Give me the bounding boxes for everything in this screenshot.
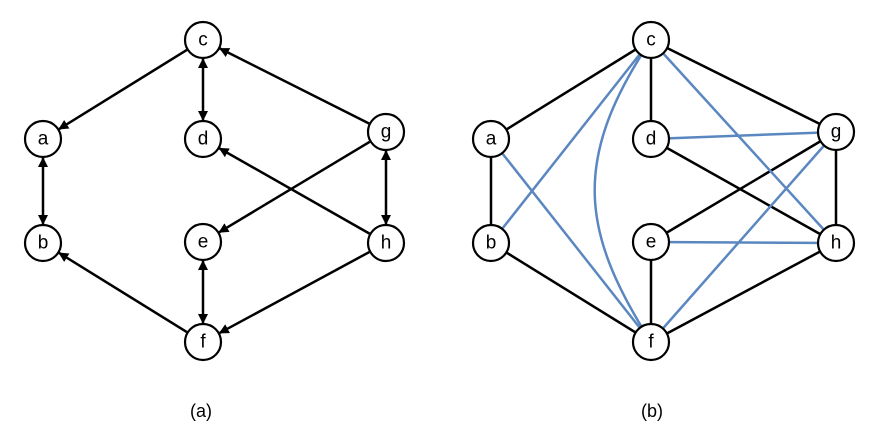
graph-b-node-c: c	[631, 20, 671, 60]
graph-a-edge-h-d	[218, 147, 371, 235]
graph-b-edge-h-f	[650, 241, 837, 344]
graph-b-node-f: f	[631, 322, 671, 362]
graph-b-edge-c-h	[650, 39, 837, 244]
graph-b-edge-e-h	[650, 240, 837, 245]
graph-b-node-f-label: f	[648, 332, 654, 353]
graph-a-node-c-label: c	[198, 30, 208, 51]
graph-b-node-f-circle	[631, 322, 671, 362]
graph-b-node-e: e	[631, 222, 671, 262]
graph-a-node-b: b	[23, 223, 63, 263]
graph-b-nodes: a b c d e f g h	[471, 20, 856, 362]
graph-b-node-a-circle	[471, 119, 511, 159]
graph-b-node-h: h	[816, 223, 856, 263]
graph-a-node-g-circle	[366, 112, 406, 152]
graph-a-node-c-circle	[183, 20, 223, 60]
graph-b-node-d-circle	[631, 119, 671, 159]
graph-a-edge-g-e	[218, 140, 371, 234]
graph-a-node-a-label: a	[38, 129, 49, 150]
graph-b-edge-a-f	[490, 138, 652, 343]
graph-b-node-d: d	[631, 119, 671, 159]
graph-a-node-h-circle	[366, 223, 406, 263]
graph-b-node-h-circle	[816, 223, 856, 263]
graph-a-node-c: c	[183, 20, 223, 60]
graph-a-node-h: h	[366, 223, 406, 263]
graph-a: a b c d e f g h	[23, 20, 406, 362]
graph-b-node-d-label: d	[646, 129, 657, 150]
graph-b-edge-c-b	[490, 39, 652, 244]
graph-b-edge-c-a	[490, 38, 652, 141]
graph-b-node-g-label: g	[831, 122, 842, 143]
graph-b-edge-f-g	[650, 131, 837, 343]
graph-b-node-h-label: h	[831, 233, 842, 254]
graph-a-node-a: a	[23, 119, 63, 159]
graph-a-node-f-circle	[183, 322, 223, 362]
graph-a-node-d: d	[183, 119, 223, 159]
graph-a-node-a-circle	[23, 119, 63, 159]
graph-b-node-e-label: e	[646, 232, 657, 253]
graph-b-edge-c-g	[650, 38, 837, 134]
graph-a-node-b-circle	[23, 223, 63, 263]
graph-a-node-d-label: d	[198, 129, 209, 150]
graph-a-edges	[38, 47, 391, 335]
graph-b-node-g-circle	[816, 112, 856, 152]
graph-a-edge-f-b	[58, 251, 188, 334]
graph-a-edge-g-c	[219, 47, 370, 125]
graph-b: a b c d e f g h	[471, 20, 856, 362]
graph-a-node-e-label: e	[198, 232, 209, 253]
graph-a-node-h-label: h	[381, 233, 392, 254]
graph-b-node-b: b	[471, 223, 511, 263]
graph-b-node-c-circle	[631, 20, 671, 60]
graph-a-node-f-label: f	[200, 332, 206, 353]
graph-b-node-b-label: b	[486, 233, 497, 254]
graph-b-node-b-circle	[471, 223, 511, 263]
graph-b-edge-c-f	[593, 39, 653, 343]
graph-b-edge-g-e	[650, 130, 837, 244]
graph-b-node-c-label: c	[646, 30, 656, 51]
graph-b-edge-d-h	[650, 137, 837, 245]
caption-b: (b)	[641, 401, 663, 421]
graph-a-edge-h-f	[218, 250, 370, 335]
graph-b-edge-b-f	[490, 241, 652, 344]
graph-a-node-e-circle	[183, 222, 223, 262]
graph-a-node-g-label: g	[381, 122, 392, 143]
graph-a-node-f: f	[183, 322, 223, 362]
graph-a-node-d-circle	[183, 119, 223, 159]
graph-b-node-e-circle	[631, 222, 671, 262]
graph-a-node-g: g	[366, 112, 406, 152]
graph-a-node-e: e	[183, 222, 223, 262]
graph-b-edges	[489, 38, 838, 344]
graph-a-node-b-label: b	[38, 233, 49, 254]
caption-a: (a)	[190, 401, 212, 421]
graph-a-edge-c-a	[58, 48, 188, 131]
graph-b-node-a-label: a	[486, 129, 497, 150]
graph-b-node-g: g	[816, 112, 856, 152]
graph-a-nodes: a b c d e f g h	[23, 20, 406, 362]
graph-b-edge-d-g	[650, 130, 837, 141]
graph-b-node-a: a	[471, 119, 511, 159]
